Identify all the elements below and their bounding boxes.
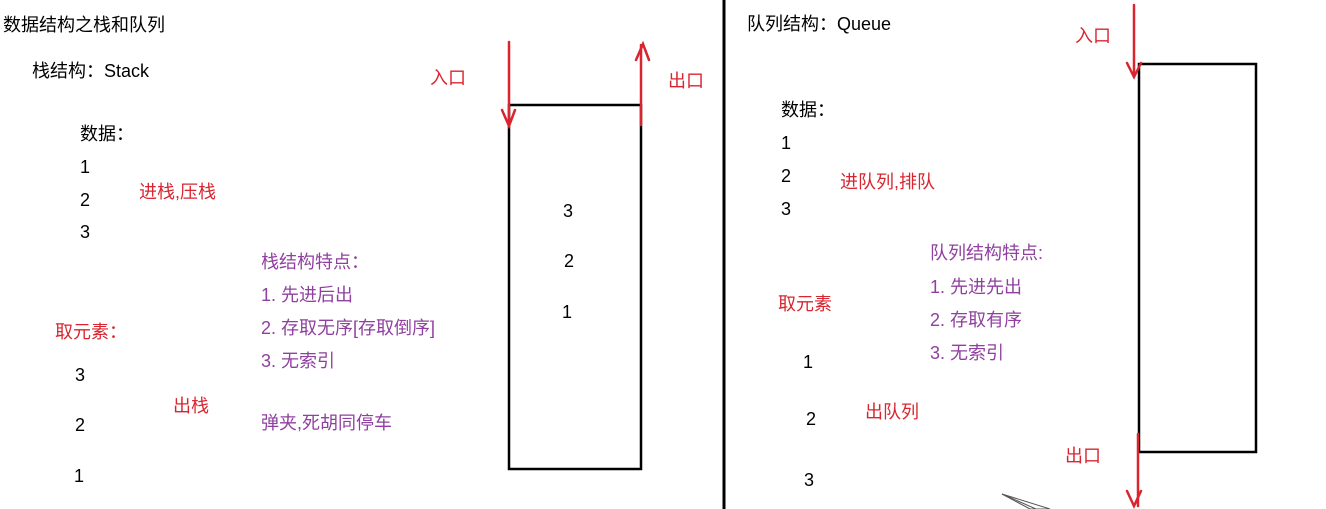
queue-data-item: 3 <box>781 199 792 219</box>
stack-feature: 2. 存取无序[存取倒序] <box>261 318 436 338</box>
stack-exit-label: 出口 <box>668 71 704 91</box>
queue-data-item: 1 <box>781 133 792 153</box>
stack-box <box>507 103 643 471</box>
queue-title: 队列结构：Queue <box>747 14 892 34</box>
queue-take-item: 3 <box>804 470 815 490</box>
queue-take-item: 1 <box>803 352 814 372</box>
page-title: 数据结构之栈和队列 <box>3 15 165 35</box>
stack-feature: 3. 无索引 <box>261 351 336 371</box>
queue-take-label: 取元素 <box>778 294 832 314</box>
queue-entry-label: 入口 <box>1075 26 1111 46</box>
queue-feature: 3. 无索引 <box>930 343 1005 363</box>
stack-box-item: 3 <box>563 201 574 221</box>
queue-data-label: 数据： <box>781 100 835 120</box>
stack-take-item: 1 <box>74 466 85 486</box>
queue-dequeue-label: 出队列 <box>865 402 919 422</box>
stack-box-item: 2 <box>564 251 575 271</box>
stack-box-item: 1 <box>562 302 573 322</box>
stack-pop-label: 出栈 <box>173 396 209 416</box>
stack-entry-label: 入口 <box>430 68 466 88</box>
queue-feature: 2. 存取有序 <box>930 310 1023 330</box>
stack-take-item: 3 <box>75 365 86 385</box>
queue-exit-label: 出口 <box>1065 446 1101 466</box>
stack-data-item: 1 <box>80 157 91 177</box>
stack-data-item: 3 <box>80 222 91 242</box>
stack-entry-arrow <box>500 40 517 130</box>
stack-push-label: 进栈,压栈 <box>139 182 217 202</box>
queue-take-item: 2 <box>806 409 817 429</box>
queue-features-title: 队列结构特点: <box>930 243 1044 263</box>
stack-take-item: 2 <box>75 415 86 435</box>
stack-data-label: 数据： <box>80 124 134 144</box>
queue-box <box>1137 62 1258 454</box>
stack-title: 栈结构：Stack <box>32 61 150 81</box>
queue-feature: 1. 先进先出 <box>930 277 1023 297</box>
cursor-icon <box>1001 493 1051 509</box>
stack-data-item: 2 <box>80 190 91 210</box>
stack-take-label: 取元素： <box>55 322 127 342</box>
queue-exit-arrow <box>1125 432 1143 509</box>
stack-analogy: 弹夹,死胡同停车 <box>261 413 393 433</box>
stack-exit-arrow <box>634 40 651 127</box>
stack-feature: 1. 先进后出 <box>261 285 354 305</box>
queue-data-item: 2 <box>781 166 792 186</box>
stack-features-title: 栈结构特点： <box>261 252 369 272</box>
queue-entry-arrow <box>1125 3 1143 80</box>
queue-enqueue-label: 进队列,排队 <box>840 172 936 192</box>
